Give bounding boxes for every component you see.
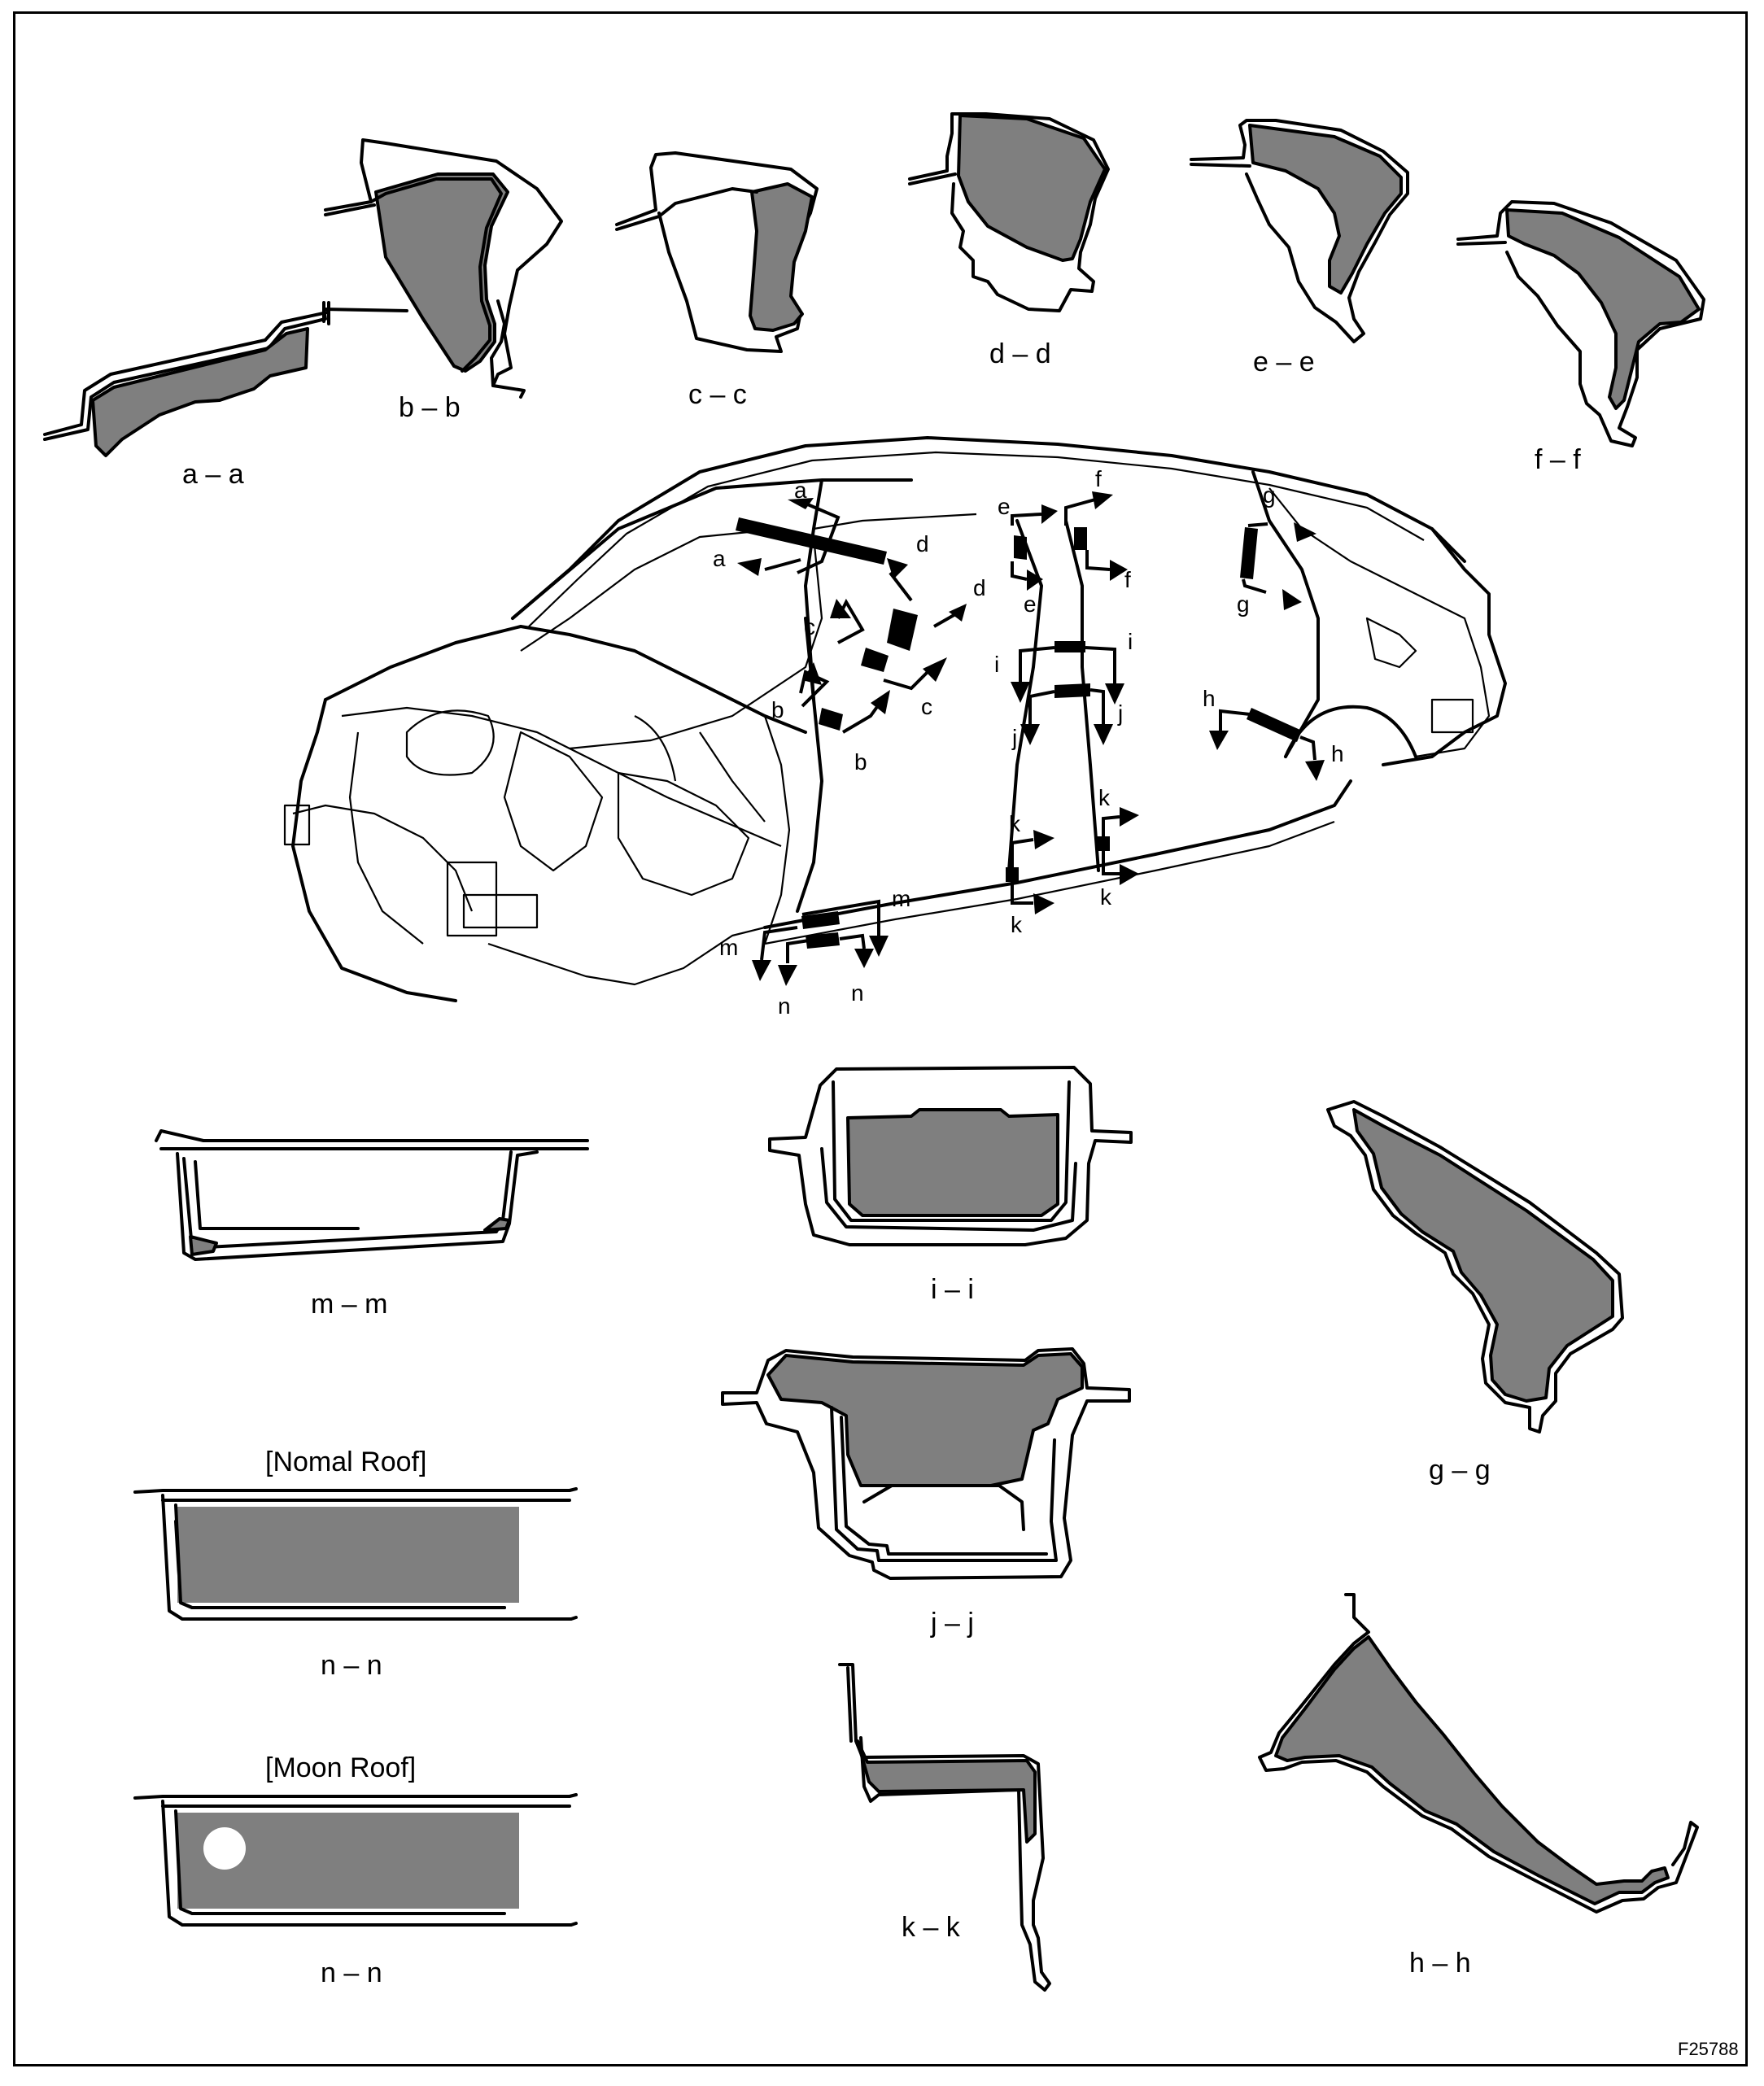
section-m-m: m – m <box>155 1129 589 1320</box>
label-i-i: i – i <box>931 1274 974 1305</box>
label-k-k: k – k <box>902 1912 961 1943</box>
section-n-n-normal-roof: [Nomal Roof] n – n <box>133 1447 578 1681</box>
section-f-f: f – f <box>1456 200 1705 475</box>
hole-icon <box>203 1827 246 1870</box>
marker-h-left: h <box>1203 686 1216 711</box>
label-h-h: h – h <box>1409 1948 1471 1979</box>
label-a-a: a – a <box>182 459 244 490</box>
marker-d-upper: d <box>916 531 929 556</box>
marker-f-upper: f <box>1095 466 1102 491</box>
label-b-b: b – b <box>399 392 461 423</box>
marker-m-right: m <box>892 886 910 911</box>
marker-k-upper-left: k <box>1009 811 1021 836</box>
marker-j-left: j <box>1011 725 1017 750</box>
caption-moon-roof: [Moon Roof] <box>265 1752 416 1783</box>
marker-g-lower: g <box>1237 591 1250 617</box>
section-bands <box>736 517 1302 949</box>
diagram-frame <box>13 11 1748 2066</box>
label-m-m: m – m <box>311 1289 387 1320</box>
marker-e-upper: e <box>998 494 1011 519</box>
caption-normal-roof: [Nomal Roof] <box>265 1447 426 1477</box>
marker-a-lower: a <box>713 546 726 571</box>
marker-n-right: n <box>851 980 864 1006</box>
label-c-c: c – c <box>688 379 747 410</box>
marker-a-upper: a <box>794 478 807 503</box>
marker-k-upper-right: k <box>1098 785 1111 810</box>
label-f-f: f – f <box>1535 444 1581 475</box>
label-n-n-moon: n – n <box>321 1957 382 1988</box>
label-e-e: e – e <box>1253 347 1315 377</box>
marker-b-lower: b <box>854 749 867 775</box>
section-d-d: d – d <box>908 112 1110 369</box>
section-i-i: i – i <box>768 1066 1133 1305</box>
section-a-a: a – a <box>43 301 408 490</box>
marker-c-lower: c <box>921 694 932 719</box>
marker-f-lower: f <box>1124 567 1131 592</box>
marker-letters: a a d d c c b b e e f f g g i i j j h h … <box>713 466 1344 1019</box>
marker-k-lower-right: k <box>1100 884 1112 910</box>
marker-b-upper: b <box>771 697 784 722</box>
marker-i-right: i <box>1128 629 1133 654</box>
section-j-j: j – j <box>721 1347 1131 1639</box>
section-e-e: e – e <box>1190 119 1409 377</box>
marker-e-lower: e <box>1024 591 1037 617</box>
label-g-g: g – g <box>1429 1455 1491 1486</box>
label-j-j: j – j <box>930 1608 974 1639</box>
marker-n-left: n <box>778 993 791 1019</box>
section-n-n-moon-roof: [Moon Roof] n – n <box>133 1752 578 1988</box>
marker-i-left: i <box>994 652 999 677</box>
marker-g-upper: g <box>1263 482 1276 508</box>
section-k-k: k – k <box>838 1663 1051 1992</box>
section-h-h: h – h <box>1258 1593 1699 1979</box>
marker-m-left: m <box>719 935 738 960</box>
vehicle-body-illustration <box>283 436 1507 1002</box>
marker-j-right: j <box>1117 700 1123 726</box>
section-arrows <box>737 491 1325 986</box>
label-d-d: d – d <box>989 338 1051 369</box>
section-g-g: g – g <box>1326 1100 1624 1486</box>
figure-id: F25788 <box>1678 2039 1739 2059</box>
marker-c-upper: c <box>804 614 815 639</box>
marker-h-right: h <box>1331 741 1344 766</box>
label-n-n-normal: n – n <box>321 1650 382 1681</box>
section-c-c: c – c <box>615 151 819 410</box>
marker-d-lower: d <box>973 575 986 600</box>
marker-k-lower-left: k <box>1011 912 1023 937</box>
section-b-b: b – b <box>324 138 563 423</box>
